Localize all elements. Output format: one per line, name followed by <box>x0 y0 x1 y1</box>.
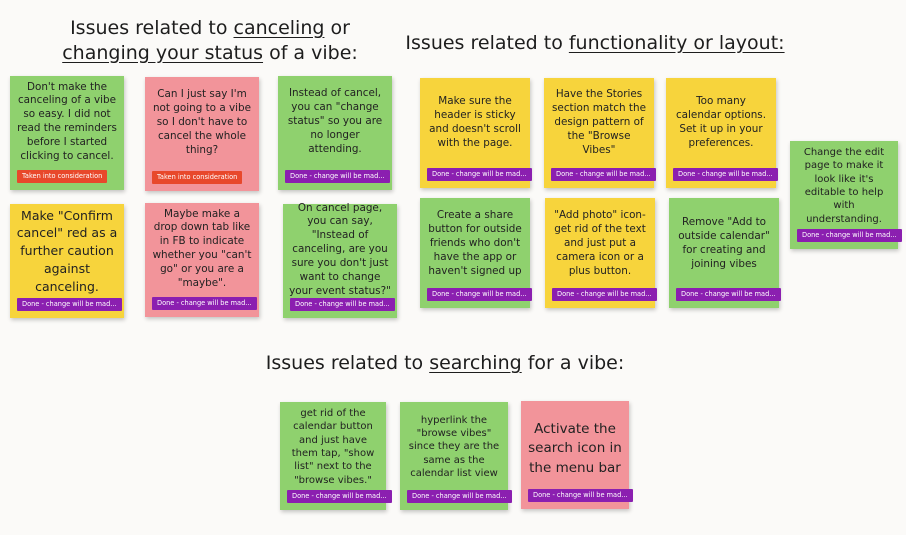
sticky-note[interactable]: Instead of cancel, you can "change statu… <box>278 76 392 190</box>
note-text: Change the edit page to make it look lik… <box>803 147 885 225</box>
sticky-note[interactable]: hyperlink the "browse vibes" since they … <box>400 402 512 510</box>
status-tag-done[interactable]: Done - change will be mad... <box>552 288 657 301</box>
note-text: Remove "Add to outside calendar" for cre… <box>678 216 770 270</box>
sticky-note[interactable]: "Add photo" icon- get rid of the text an… <box>545 198 657 308</box>
note-text: "Add photo" icon- get rid of the text an… <box>554 209 646 277</box>
sticky-note[interactable]: Maybe make a drop down tab like in FB to… <box>145 203 259 317</box>
status-tag-taken[interactable]: Taken into consideration <box>17 170 108 183</box>
heading-underlined: functionality or layout: <box>568 32 785 54</box>
sticky-note[interactable]: Make "Confirm cancel" red as a further c… <box>10 204 124 318</box>
status-tag-taken[interactable]: Taken into consideration <box>152 171 243 184</box>
status-tag-done[interactable]: Done - change will be mad... <box>676 288 781 301</box>
status-tag-done[interactable]: Done - change will be mad... <box>673 168 778 181</box>
note-text: get rid of the calendar button and just … <box>291 408 375 486</box>
status-tag-done[interactable]: Done - change will be mad... <box>551 168 656 181</box>
status-tag-done[interactable]: Done - change will be mad... <box>528 489 633 502</box>
sticky-note[interactable]: get rid of the calendar button and just … <box>280 402 392 510</box>
status-tag-done[interactable]: Done - change will be mad... <box>17 298 122 311</box>
status-tag-done[interactable]: Done - change will be mad... <box>152 297 257 310</box>
status-tag-done[interactable]: Done - change will be mad... <box>290 298 395 311</box>
sticky-note[interactable]: Make sure the header is sticky and doesn… <box>420 78 532 188</box>
sticky-note[interactable]: Change the edit page to make it look lik… <box>790 141 902 249</box>
heading-canceling: Issues related to canceling or changing … <box>30 16 390 65</box>
heading-underlined: changing your status <box>62 41 264 64</box>
note-text: Create a share button for outside friend… <box>428 209 522 277</box>
heading-text: Issues related to <box>265 352 430 374</box>
status-tag-done[interactable]: Done - change will be mad... <box>285 170 390 183</box>
heading-text: of a vibe: <box>263 41 358 64</box>
note-text: Make sure the header is sticky and doesn… <box>429 95 521 149</box>
sticky-note[interactable]: Have the Stories section match the desig… <box>544 78 656 188</box>
status-tag-done[interactable]: Done - change will be mad... <box>797 229 902 242</box>
sticky-note[interactable]: Can I just say I'm not going to a vibe s… <box>145 77 259 191</box>
note-text: Activate the search icon in the menu bar <box>528 420 622 476</box>
heading-text: or <box>324 17 350 39</box>
heading-functionality: Issues related to functionality or layou… <box>400 31 790 56</box>
note-text: Instead of cancel, you can "change statu… <box>287 87 383 155</box>
sticky-note[interactable]: On cancel page, you can say, "Instead of… <box>283 201 397 318</box>
note-text: On cancel page, you can say, "Instead of… <box>289 201 391 297</box>
heading-underlined: searching <box>429 352 522 374</box>
status-tag-done[interactable]: Done - change will be mad... <box>427 168 532 181</box>
heading-text: Issues related to <box>405 32 569 54</box>
status-tag-done[interactable]: Done - change will be mad... <box>427 288 532 301</box>
note-text: Maybe make a drop down tab like in FB to… <box>152 207 252 289</box>
note-text: Don't make the canceling of a vibe so ea… <box>17 80 117 162</box>
note-text: Make "Confirm cancel" red as a further c… <box>16 207 118 294</box>
sticky-note[interactable]: Remove "Add to outside calendar" for cre… <box>669 198 781 308</box>
sticky-note[interactable]: Don't make the canceling of a vibe so ea… <box>10 76 124 190</box>
sticky-note[interactable]: Too many calendar options. Set it up in … <box>666 78 778 188</box>
heading-underlined: canceling <box>233 17 325 39</box>
sticky-note[interactable]: Create a share button for outside friend… <box>420 198 532 308</box>
note-text: Can I just say I'm not going to a vibe s… <box>152 88 252 156</box>
heading-text: for a vibe: <box>521 352 625 374</box>
status-tag-done[interactable]: Done - change will be mad... <box>287 490 392 503</box>
sticky-note[interactable]: Activate the search icon in the menu bar… <box>521 401 633 509</box>
note-text: Have the Stories section match the desig… <box>552 88 646 156</box>
status-tag-done[interactable]: Done - change will be mad... <box>407 490 512 503</box>
heading-searching: Issues related to searching for a vibe: <box>260 351 630 376</box>
note-text: hyperlink the "browse vibes" since they … <box>408 414 500 479</box>
heading-text: Issues related to <box>70 17 234 39</box>
note-text: Too many calendar options. Set it up in … <box>675 95 767 149</box>
